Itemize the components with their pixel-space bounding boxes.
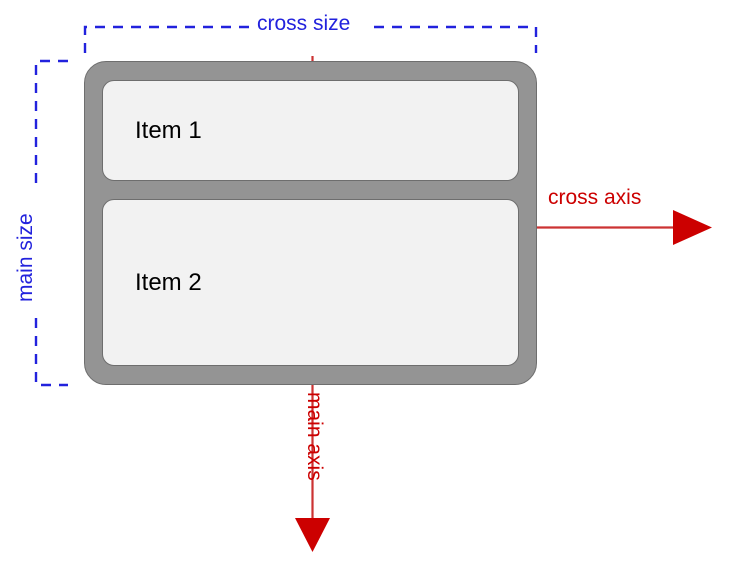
flex-item-2[interactable]: Item 2 xyxy=(102,199,519,366)
main-axis-label: main axis xyxy=(303,392,326,481)
cross-size-label: cross size xyxy=(257,12,351,35)
flex-item-1[interactable]: Item 1 xyxy=(102,80,519,181)
flex-item-2-label: Item 2 xyxy=(135,268,202,296)
flex-item-1-label: Item 1 xyxy=(135,116,202,144)
main-size-label: main size xyxy=(14,213,37,302)
cross-axis-label: cross axis xyxy=(548,186,642,209)
main-size-bracket xyxy=(34,59,68,387)
cross-size-bracket xyxy=(83,25,538,53)
flex-container: Item 1 Item 2 xyxy=(84,61,537,385)
